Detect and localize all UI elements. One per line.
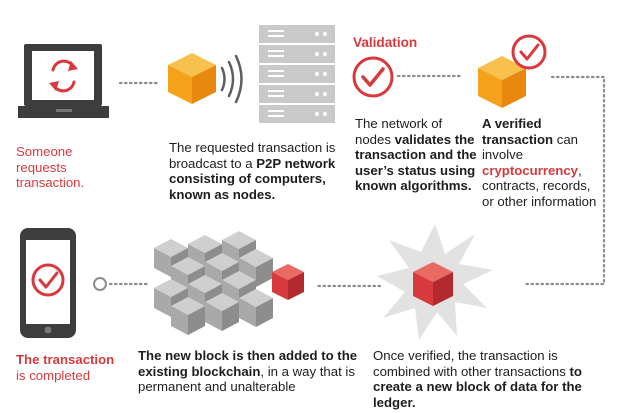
- step4-post: , contracts, records, or other informati…: [482, 162, 597, 209]
- burst-cube-icon: [377, 224, 493, 340]
- step2-text: The requested transaction is broadcast t…: [169, 140, 354, 202]
- step4-text: A verified transaction can involve crypt…: [482, 116, 602, 210]
- step4-bold1: A verified transaction: [482, 116, 554, 147]
- phone-check-icon: [20, 228, 76, 338]
- step6-post: , in a way that is permanent and unalter…: [138, 363, 355, 395]
- step5-text: Once verified, the transaction is combin…: [373, 348, 618, 410]
- step7-post: is completed: [16, 367, 91, 383]
- step3-text: The network of nodes validates the trans…: [355, 116, 480, 194]
- step6-bold: The new block is then added to the exist…: [138, 348, 358, 379]
- step7-bold: The transaction: [16, 352, 115, 367]
- server-stack-icon: [259, 25, 335, 123]
- laptop-sync-icon: [18, 44, 109, 118]
- step2-pre: The requested transaction is broadcast t…: [169, 140, 336, 171]
- step4-mid: can involve: [482, 131, 579, 163]
- step2-bold: P2P network consisting of computers, kno…: [169, 155, 336, 202]
- broadcast-cube-icon: [168, 53, 243, 104]
- step3-pre: The network of nodes: [355, 116, 443, 147]
- validation-title: Validation: [353, 35, 418, 50]
- validation-check-icon: [352, 56, 394, 98]
- step6-text: The new block is then added to the exist…: [138, 348, 368, 395]
- blockchain-cubes-icon: [154, 231, 304, 335]
- verified-cube-icon: [478, 34, 547, 108]
- step3-bold: validates the transaction and the user’s…: [355, 131, 477, 194]
- step5-pre: Once verified, the transaction is combin…: [373, 348, 570, 379]
- step5-bold: to create a new block of data for the le…: [373, 363, 582, 410]
- step1-text: Someone requests transaction.: [16, 144, 85, 191]
- step4-cryptocurrency: cryptocurrency: [482, 162, 579, 178]
